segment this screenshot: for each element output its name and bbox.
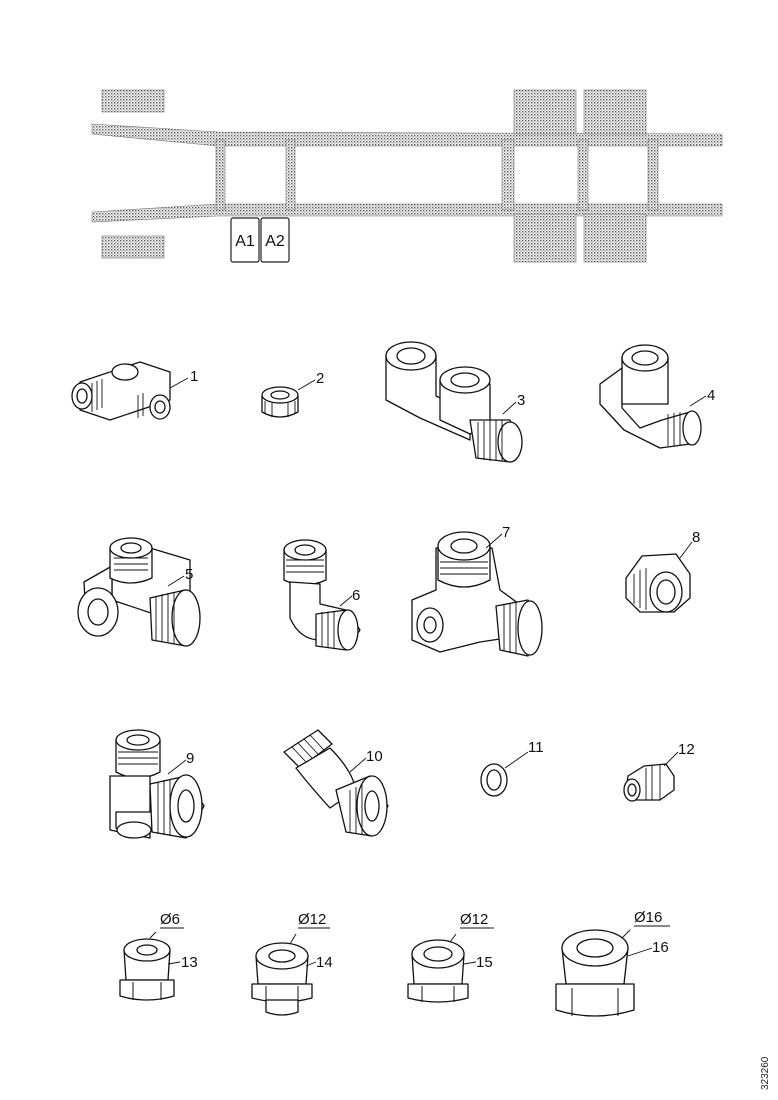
callout-12: 12 — [678, 741, 695, 758]
part-2-plug — [261, 386, 299, 418]
part-10-bent-elbow — [283, 729, 389, 837]
chassis-rail-top — [91, 123, 723, 147]
rear-wheel — [513, 213, 577, 263]
cross-member — [577, 139, 589, 211]
rear-wheel — [583, 89, 647, 135]
callout-2: 2 — [316, 370, 324, 387]
callout-8: 8 — [692, 529, 700, 546]
cross-member — [501, 139, 515, 211]
callout-11: 11 — [528, 739, 544, 756]
diameter-label-13: Ø6 — [160, 911, 180, 928]
callout-14: 14 — [316, 954, 333, 971]
cross-member — [285, 139, 296, 211]
part-6-elbow — [283, 539, 361, 651]
part-4-elbow — [599, 344, 702, 449]
part-16-push-fitting — [555, 929, 635, 1017]
cross-member — [215, 139, 226, 211]
diameter-label-14: Ø12 — [298, 911, 326, 928]
part-11-washer — [480, 763, 508, 797]
callout-5: 5 — [185, 566, 193, 583]
part-14-push-fitting — [251, 942, 313, 1016]
tank-label-a1: A1 — [235, 233, 255, 250]
rear-wheel — [583, 213, 647, 263]
diameter-label-16: Ø16 — [634, 909, 662, 926]
tank-a1: A1 — [230, 217, 260, 263]
part-9-tee — [109, 729, 205, 839]
document-id: 323260 — [760, 1056, 771, 1090]
callout-3: 3 — [517, 392, 525, 409]
rear-wheel — [513, 89, 577, 135]
callout-10: 10 — [366, 748, 383, 765]
tank-label-a2: A2 — [265, 233, 285, 250]
part-15-push-fitting — [407, 939, 469, 1003]
callout-4: 4 — [707, 387, 715, 404]
callout-13: 13 — [181, 954, 198, 971]
callout-6: 6 — [352, 587, 360, 604]
callout-15: 15 — [476, 954, 493, 971]
callout-9: 9 — [186, 750, 194, 767]
part-8-adapter — [625, 553, 691, 613]
part-3-double-body — [385, 341, 523, 463]
front-wheel-right — [101, 235, 165, 259]
cross-member — [647, 139, 659, 211]
part-12-nipple — [623, 763, 675, 802]
part-13-push-fitting — [119, 938, 175, 1001]
callout-16: 16 — [652, 939, 669, 956]
part-1-tee-fitting — [71, 361, 171, 421]
part-5-tee — [77, 537, 201, 647]
tank-a2: A2 — [260, 217, 290, 263]
front-wheel-left — [101, 89, 165, 113]
chassis-frame — [91, 89, 723, 263]
diameter-label-15: Ø12 — [460, 911, 488, 928]
callout-1: 1 — [190, 368, 198, 385]
part-7-cross — [411, 531, 543, 657]
callout-7: 7 — [502, 524, 510, 541]
